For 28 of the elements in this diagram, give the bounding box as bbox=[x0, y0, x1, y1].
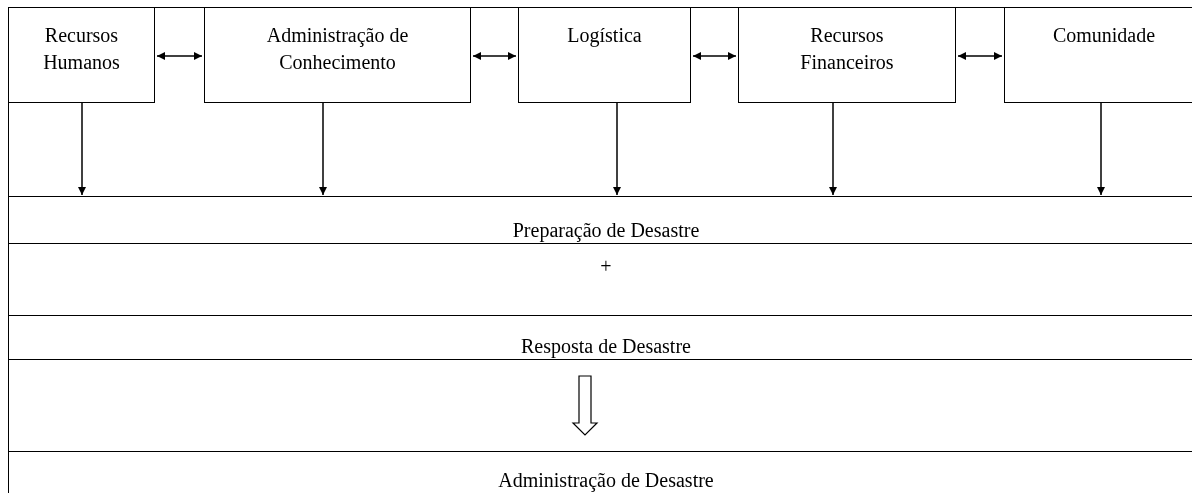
arrow bbox=[156, 52, 203, 60]
process-box bbox=[738, 7, 956, 103]
arrow bbox=[692, 52, 737, 60]
arrow bbox=[957, 52, 1003, 60]
arrow bbox=[78, 102, 86, 196]
node-text: Logística bbox=[567, 23, 642, 49]
stage-band bbox=[8, 243, 1192, 315]
node-text: Preparação de Desastre bbox=[512, 219, 700, 241]
node-text: Comunidade bbox=[1052, 23, 1156, 48]
process-box bbox=[8, 7, 155, 103]
arrow bbox=[829, 102, 837, 196]
node-text: Administração de Desastre bbox=[498, 469, 714, 491]
node-text: Administração de Conhecimento bbox=[265, 23, 410, 75]
arrow bbox=[1097, 102, 1105, 196]
stage-band bbox=[8, 196, 1192, 243]
node-text: + bbox=[600, 254, 612, 278]
node-text: Recursos Humanos bbox=[42, 23, 121, 75]
hollow-arrow bbox=[571, 375, 599, 436]
arrow bbox=[613, 102, 621, 196]
arrow bbox=[472, 52, 517, 60]
node-text: Resposta de Desastre bbox=[521, 335, 691, 357]
arrow bbox=[319, 102, 327, 196]
process-box bbox=[204, 7, 471, 103]
process-box bbox=[518, 7, 691, 103]
stage-band bbox=[8, 451, 1192, 493]
node-text: Recursos Financeiros bbox=[799, 23, 895, 75]
process-box bbox=[1004, 7, 1192, 103]
stage-band bbox=[8, 315, 1192, 359]
